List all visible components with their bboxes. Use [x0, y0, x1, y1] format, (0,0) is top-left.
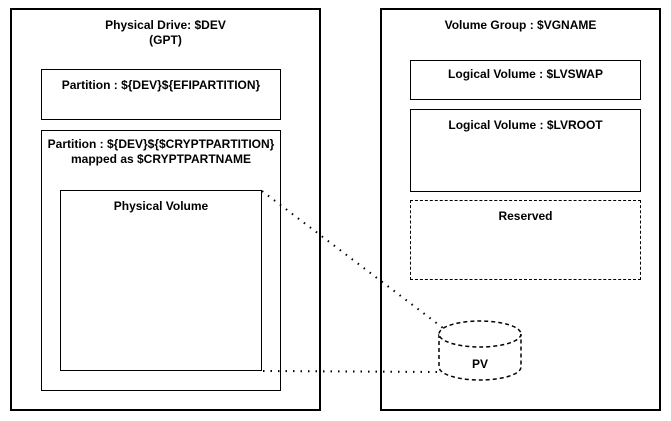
efi-partition-box: Partition : ${DEV}${EFIPARTITION} [41, 69, 281, 120]
efi-partition-label: Partition : ${DEV}${EFIPARTITION} [61, 78, 261, 92]
physical-volume-label: Physical Volume [113, 199, 209, 213]
lv-swap-box: Logical Volume : $LVSWAP [410, 60, 641, 100]
reserved-box: Reserved [410, 200, 641, 280]
volume-group-title: Volume Group : $VGNAME [444, 18, 597, 32]
lv-swap-label: Logical Volume : $LVSWAP [448, 67, 603, 81]
crypt-partition-label-line2: mapped as $CRYPTPARTNAME [70, 152, 252, 166]
lv-root-label: Logical Volume : $LVROOT [448, 118, 603, 132]
physical-volume-box: Physical Volume [60, 190, 262, 371]
crypt-partition-label-line1: Partition : ${DEV}${$CRYPTPARTITION} [47, 137, 275, 151]
lv-root-box: Logical Volume : $LVROOT [410, 109, 641, 192]
physical-drive-title: Physical Drive: $DEV [105, 18, 226, 32]
reserved-label: Reserved [498, 209, 553, 223]
physical-drive-gpt-subtitle: (GPT) [149, 33, 182, 47]
